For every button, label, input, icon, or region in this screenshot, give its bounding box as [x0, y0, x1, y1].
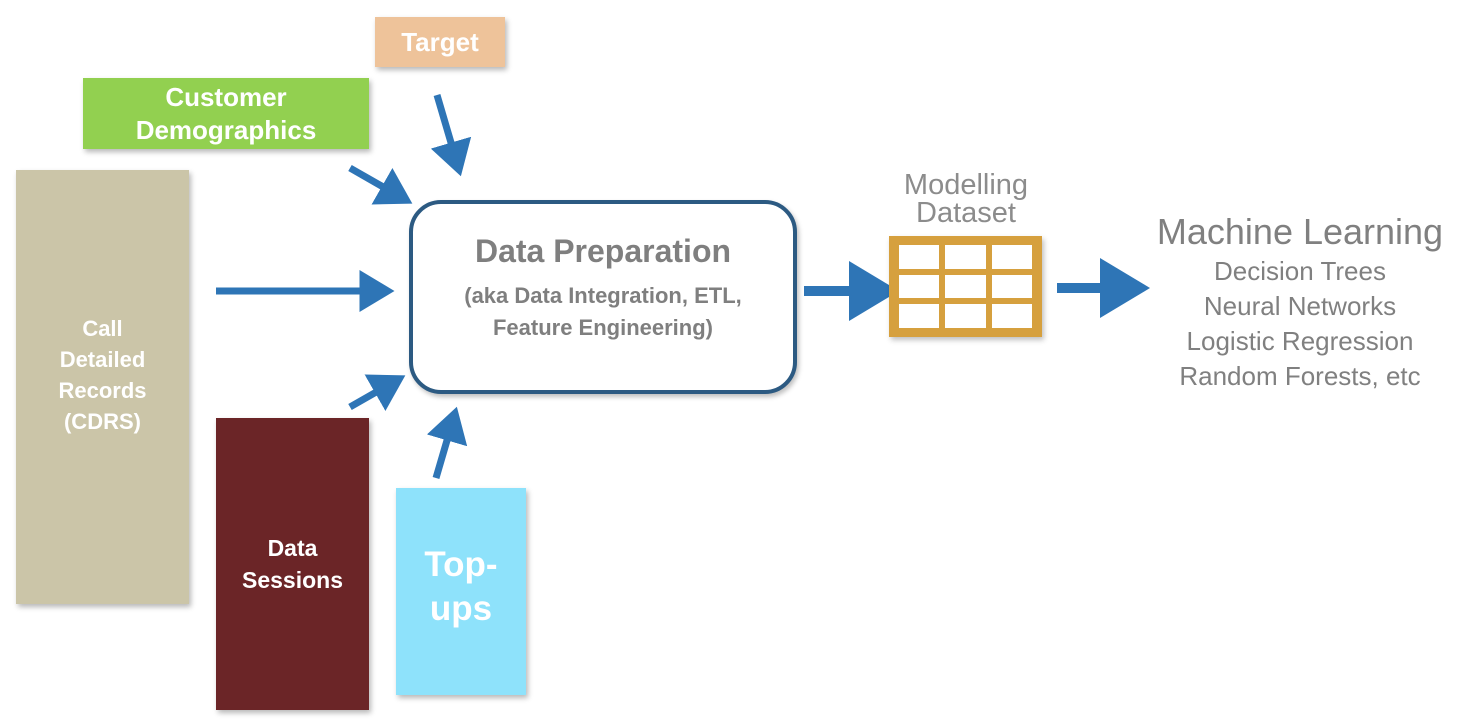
- machine-learning-panel: Machine Learning Decision Trees Neural N…: [1130, 210, 1470, 394]
- table-cell: [945, 245, 986, 269]
- arrow-target: [430, 94, 472, 177]
- arrow-topups: [426, 406, 468, 479]
- ml-item-neural-networks: Neural Networks: [1203, 291, 1397, 321]
- ml-item-random-forests: Random Forests, etc: [1179, 361, 1421, 391]
- data-preparation-title: Data Preparation: [474, 232, 732, 269]
- table-cell: [899, 304, 940, 328]
- table-cell: [945, 304, 986, 328]
- table-cell: [899, 245, 940, 269]
- target-box: Target: [375, 17, 505, 67]
- table-cell: [991, 274, 1032, 299]
- dataset-table-icon: [889, 236, 1042, 337]
- table-cell: [899, 274, 940, 299]
- modelling-dataset-label: Modelling Dataset: [903, 169, 1029, 229]
- cdrs-box: Call Detailed Records (CDRS): [16, 170, 189, 604]
- data-sessions-box: Data Sessions: [216, 418, 369, 710]
- arrow-sessions: [348, 374, 406, 411]
- table-cell: [991, 245, 1032, 269]
- table-cell: [945, 274, 986, 299]
- data-preparation-subtitle: (aka Data Integration, ETL, Feature Engi…: [464, 282, 742, 340]
- arrow-demographics: [348, 164, 413, 205]
- machine-learning-title: Machine Learning: [1156, 211, 1444, 252]
- topups-box: Top- ups: [396, 488, 526, 695]
- table-cell: [991, 304, 1032, 328]
- ml-item-decision-trees: Decision Trees: [1214, 256, 1386, 286]
- ml-item-logistic-regression: Logistic Regression: [1186, 326, 1414, 356]
- customer-demographics-box: Customer Demographics: [83, 78, 369, 149]
- data-preparation-box: Data Preparation (aka Data Integration, …: [409, 200, 797, 394]
